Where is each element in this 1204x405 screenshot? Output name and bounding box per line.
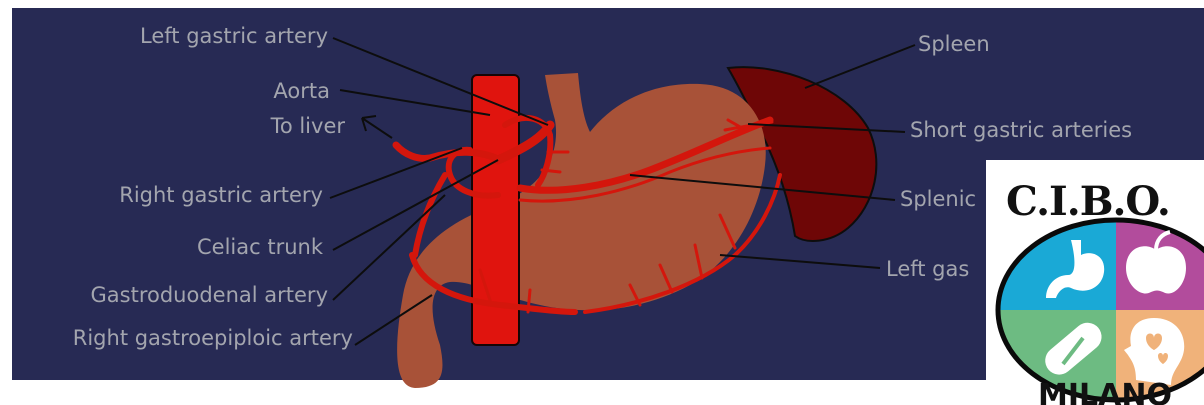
to-liver-arrow: [362, 116, 392, 138]
label-aorta: Aorta: [180, 79, 330, 103]
cibo-logo: C.I.B.O. MILANO: [986, 160, 1204, 405]
label-celiac-trunk: Celiac trunk: [100, 235, 323, 259]
label-right-gastroepiploic-artery: Right gastroepiploic artery: [15, 326, 353, 350]
pointer-aorta: [340, 90, 490, 115]
pointer-spleen: [805, 45, 915, 88]
logo-title: C.I.B.O.: [1006, 178, 1170, 225]
label-to-liver: To liver: [180, 114, 345, 138]
logo-city: MILANO: [1038, 378, 1172, 405]
label-left-gastric-artery: Left gastric artery: [60, 24, 328, 48]
branch-b: [542, 170, 560, 172]
label-short-gastric-arteries: Short gastric arteries: [910, 118, 1132, 142]
label-splenic: Splenic: [900, 187, 976, 211]
label-right-gastric-artery: Right gastric artery: [40, 183, 323, 207]
label-spleen: Spleen: [918, 32, 990, 56]
stomach-shape: [397, 73, 766, 388]
label-gastroduodenal-artery: Gastroduodenal artery: [30, 283, 328, 307]
branch-g: [528, 290, 530, 312]
pointer-left-gastroepiploic: [720, 255, 880, 268]
label-left-gas: Left gas: [886, 257, 969, 281]
